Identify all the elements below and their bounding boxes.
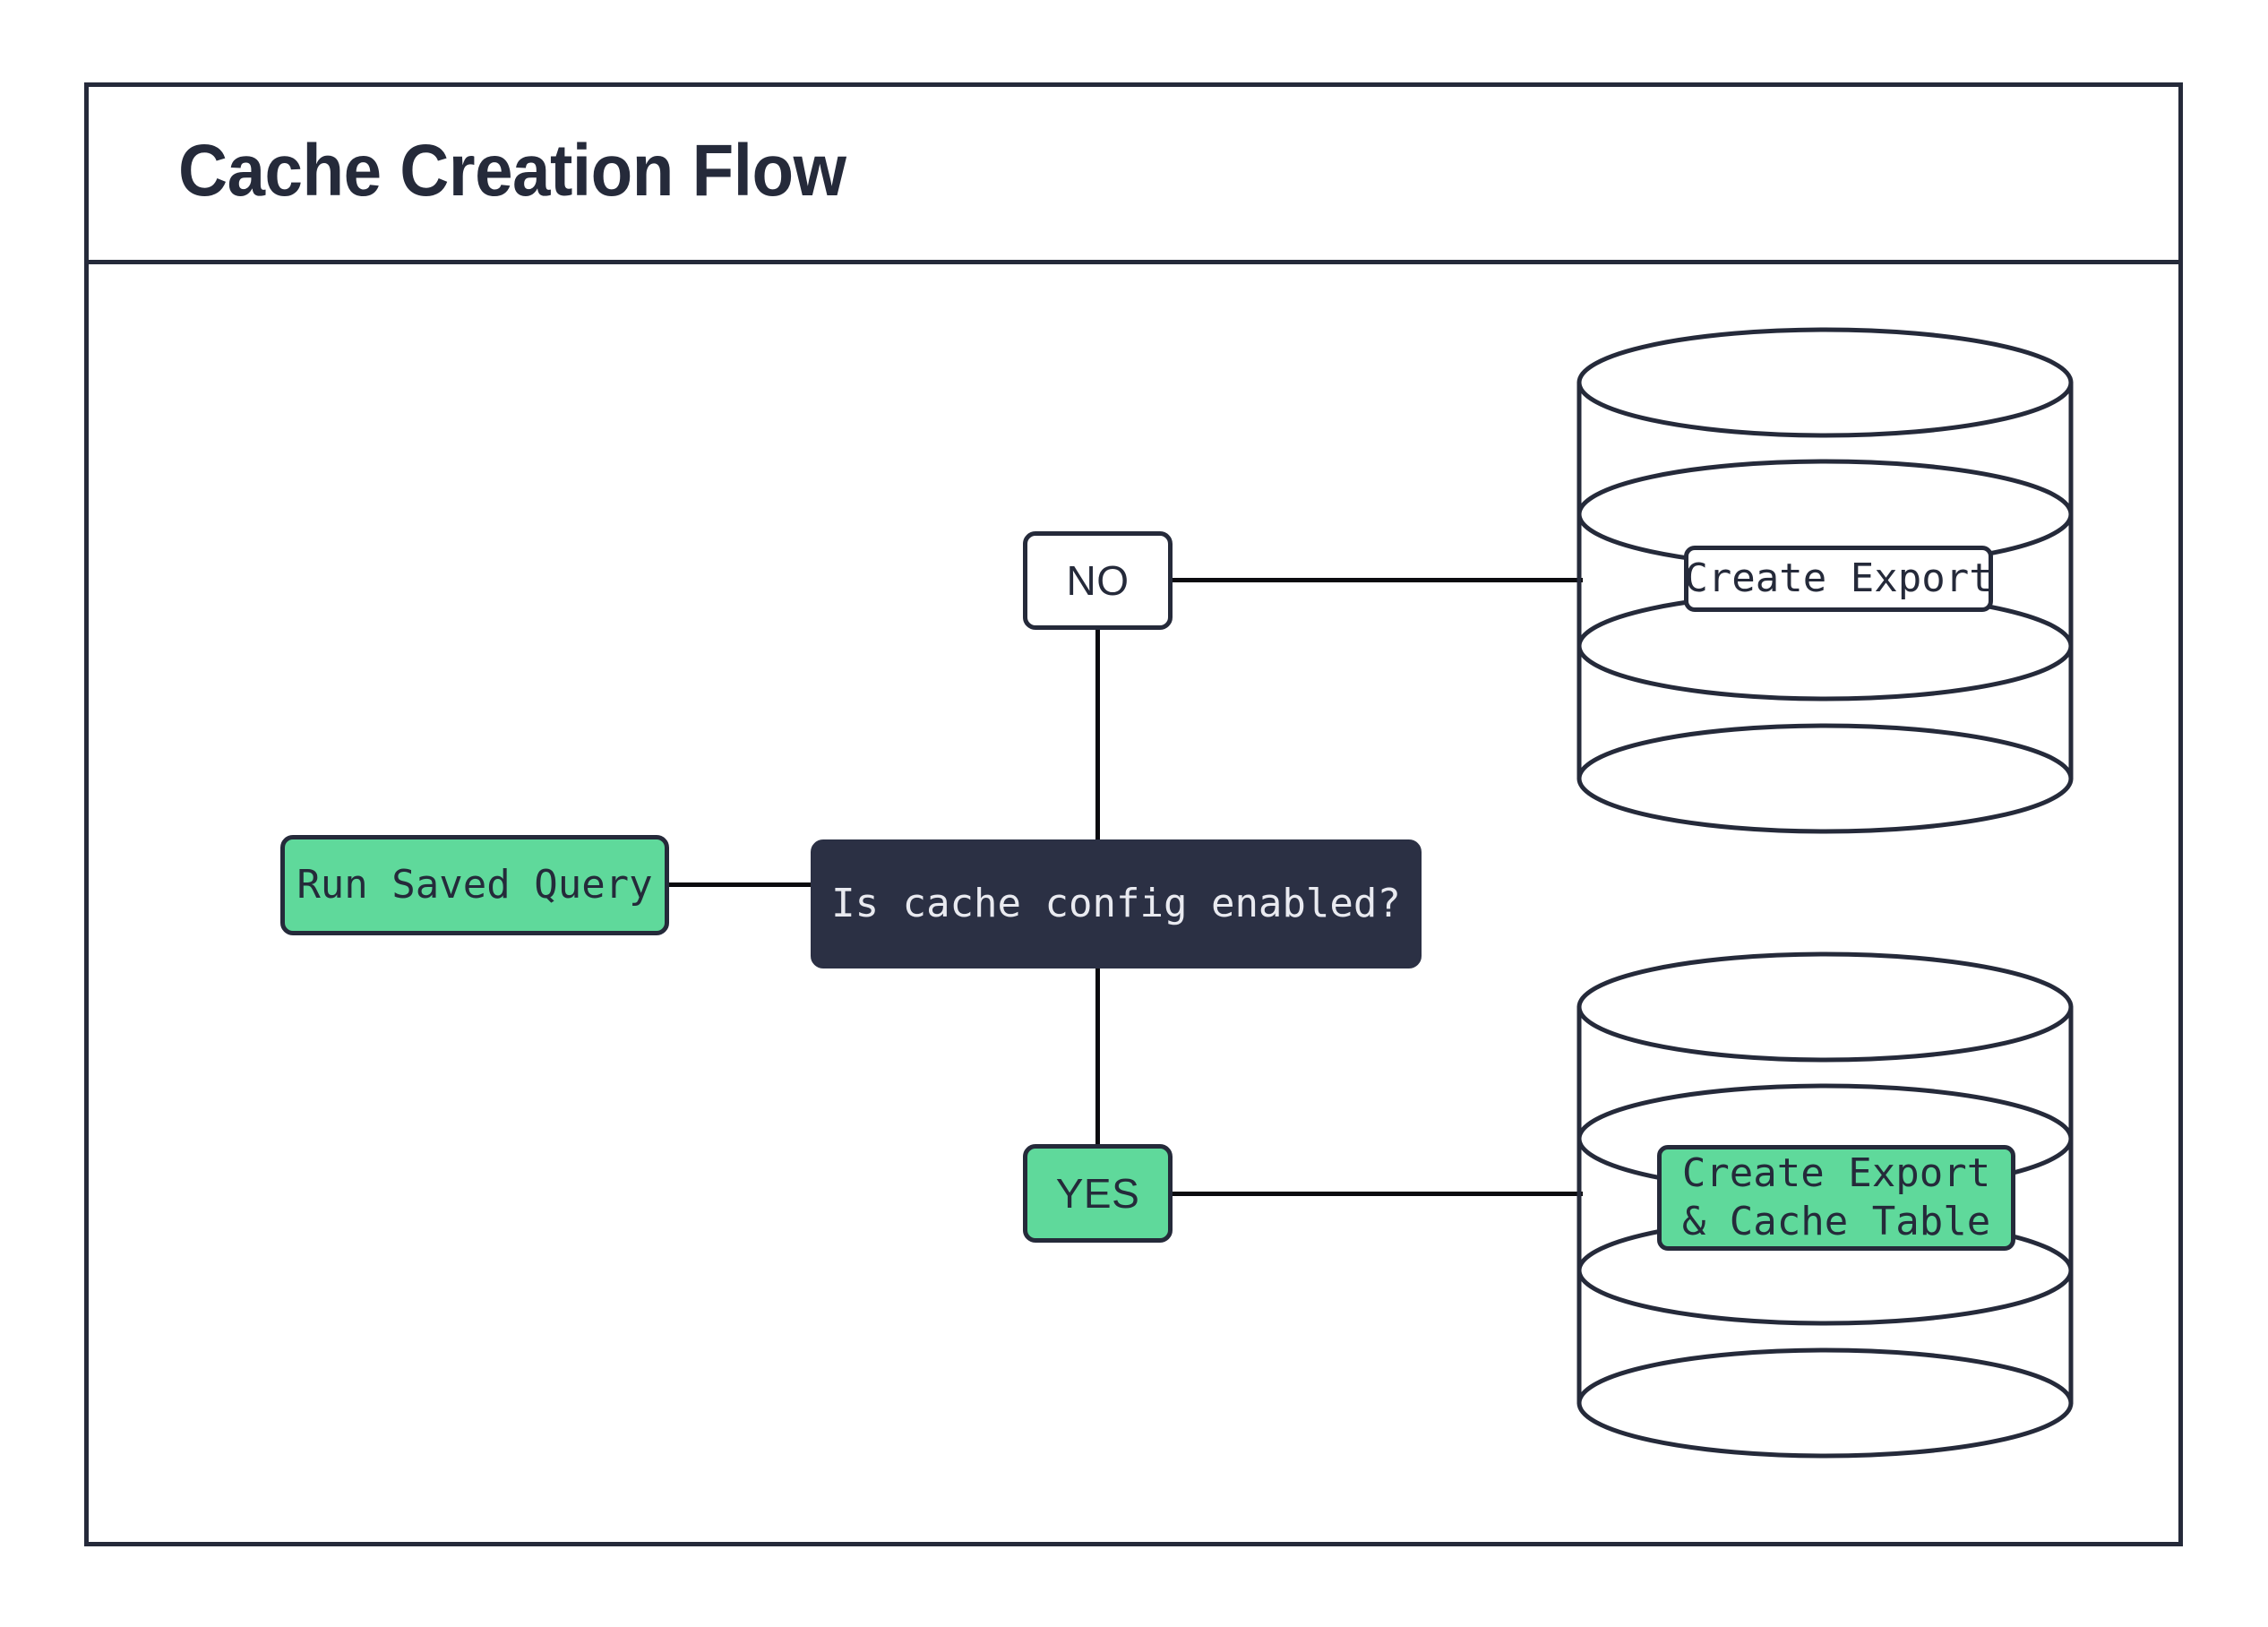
database-label-create-export-text: Create Export: [1684, 555, 1993, 602]
database-label-create-export-cache-table[interactable]: Create Export & Cache Table: [1657, 1145, 2015, 1251]
node-run-saved-query-label: Run Saved Query: [296, 862, 653, 908]
branch-label-no-text: NO: [1066, 556, 1130, 604]
edge-yes-to-database-cache: [1171, 1192, 1583, 1196]
page-title: Cache Creation Flow: [178, 130, 846, 211]
database-cylinder-cache-table[interactable]: [1576, 951, 2074, 1459]
node-is-cache-config-enabled-label: Is cache config enabled?: [831, 881, 1401, 927]
database-label-cache-line-2: & Cache Table: [1681, 1199, 1991, 1244]
node-is-cache-config-enabled[interactable]: Is cache config enabled?: [811, 839, 1422, 968]
database-label-create-export[interactable]: Create Export: [1684, 546, 1993, 612]
database-cylinder-export[interactable]: [1576, 327, 2074, 834]
edge-start-to-decision: [666, 882, 812, 887]
diagram-title-bar: Cache Creation Flow: [84, 82, 2183, 264]
diagram-frame: [84, 82, 2183, 1546]
database-label-cache-line-1: Create Export: [1681, 1150, 1991, 1197]
edge-no-to-database-export: [1171, 578, 1583, 582]
node-run-saved-query[interactable]: Run Saved Query: [280, 835, 669, 935]
edge-decision-to-no: [1095, 627, 1100, 851]
branch-label-yes-text: YES: [1055, 1169, 1140, 1217]
branch-label-yes[interactable]: YES: [1023, 1144, 1173, 1243]
branch-label-no[interactable]: NO: [1023, 531, 1173, 630]
edge-decision-to-yes: [1095, 959, 1100, 1186]
